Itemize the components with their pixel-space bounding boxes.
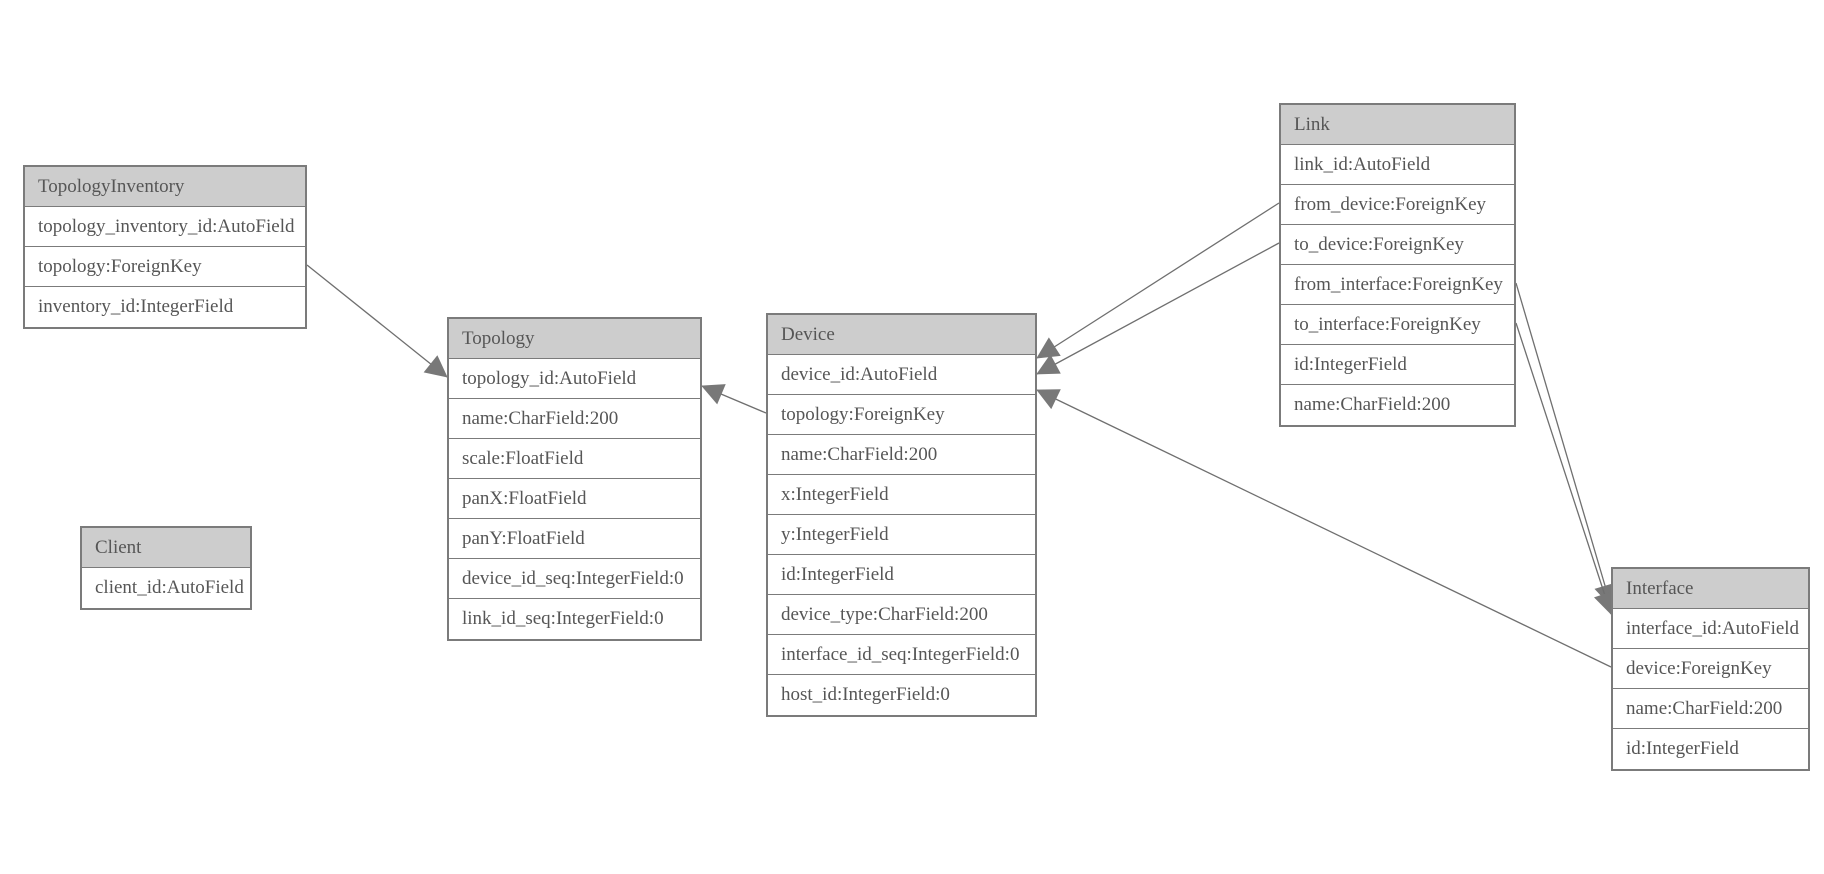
field-row: from_device:ForeignKey: [1281, 185, 1514, 225]
field-row: y:IntegerField: [768, 515, 1035, 555]
field-row: x:IntegerField: [768, 475, 1035, 515]
field-row: host_id:IntegerField:0: [768, 675, 1035, 715]
field-row: name:CharField:200: [768, 435, 1035, 475]
field-row: topology_id:AutoField: [449, 359, 700, 399]
field-row: interface_id:AutoField: [1613, 609, 1808, 649]
field-row: device_id:AutoField: [768, 355, 1035, 395]
field-row: name:CharField:200: [1613, 689, 1808, 729]
field-row: device:ForeignKey: [1613, 649, 1808, 689]
field-row: panX:FloatField: [449, 479, 700, 519]
field-row: topology_inventory_id:AutoField: [25, 207, 305, 247]
field-row: device_id_seq:IntegerField:0: [449, 559, 700, 599]
field-row: id:IntegerField: [1613, 729, 1808, 769]
field-row: topology:ForeignKey: [768, 395, 1035, 435]
field-row: inventory_id:IntegerField: [25, 287, 305, 327]
relationship-arrow: [306, 264, 448, 378]
field-row: interface_id_seq:IntegerField:0: [768, 635, 1035, 675]
relationship-arrow: [1036, 242, 1280, 375]
field-row: name:CharField:200: [1281, 385, 1514, 425]
field-row: id:IntegerField: [1281, 345, 1514, 385]
relationship-arrow: [1515, 282, 1616, 607]
field-row: from_interface:ForeignKey: [1281, 265, 1514, 305]
field-row: panY:FloatField: [449, 519, 700, 559]
entity-title: Interface: [1613, 569, 1808, 609]
relationship-arrow: [1036, 202, 1280, 359]
relationship-arrow: [701, 384, 767, 414]
relationship-arrow: [1036, 389, 1612, 668]
field-row: link_id_seq:IntegerField:0: [449, 599, 700, 639]
field-row: client_id:AutoField: [82, 568, 250, 608]
entity-title: Link: [1281, 105, 1514, 145]
field-row: to_interface:ForeignKey: [1281, 305, 1514, 345]
field-row: topology:ForeignKey: [25, 247, 305, 287]
field-row: id:IntegerField: [768, 555, 1035, 595]
field-row: device_type:CharField:200: [768, 595, 1035, 635]
field-row: to_device:ForeignKey: [1281, 225, 1514, 265]
entity-title: Topology: [449, 319, 700, 359]
relationship-arrow: [1515, 322, 1615, 615]
field-row: link_id:AutoField: [1281, 145, 1514, 185]
field-row: name:CharField:200: [449, 399, 700, 439]
entity-title: Client: [82, 528, 250, 568]
entity-title: TopologyInventory: [25, 167, 305, 207]
entity-title: Device: [768, 315, 1035, 355]
field-row: scale:FloatField: [449, 439, 700, 479]
